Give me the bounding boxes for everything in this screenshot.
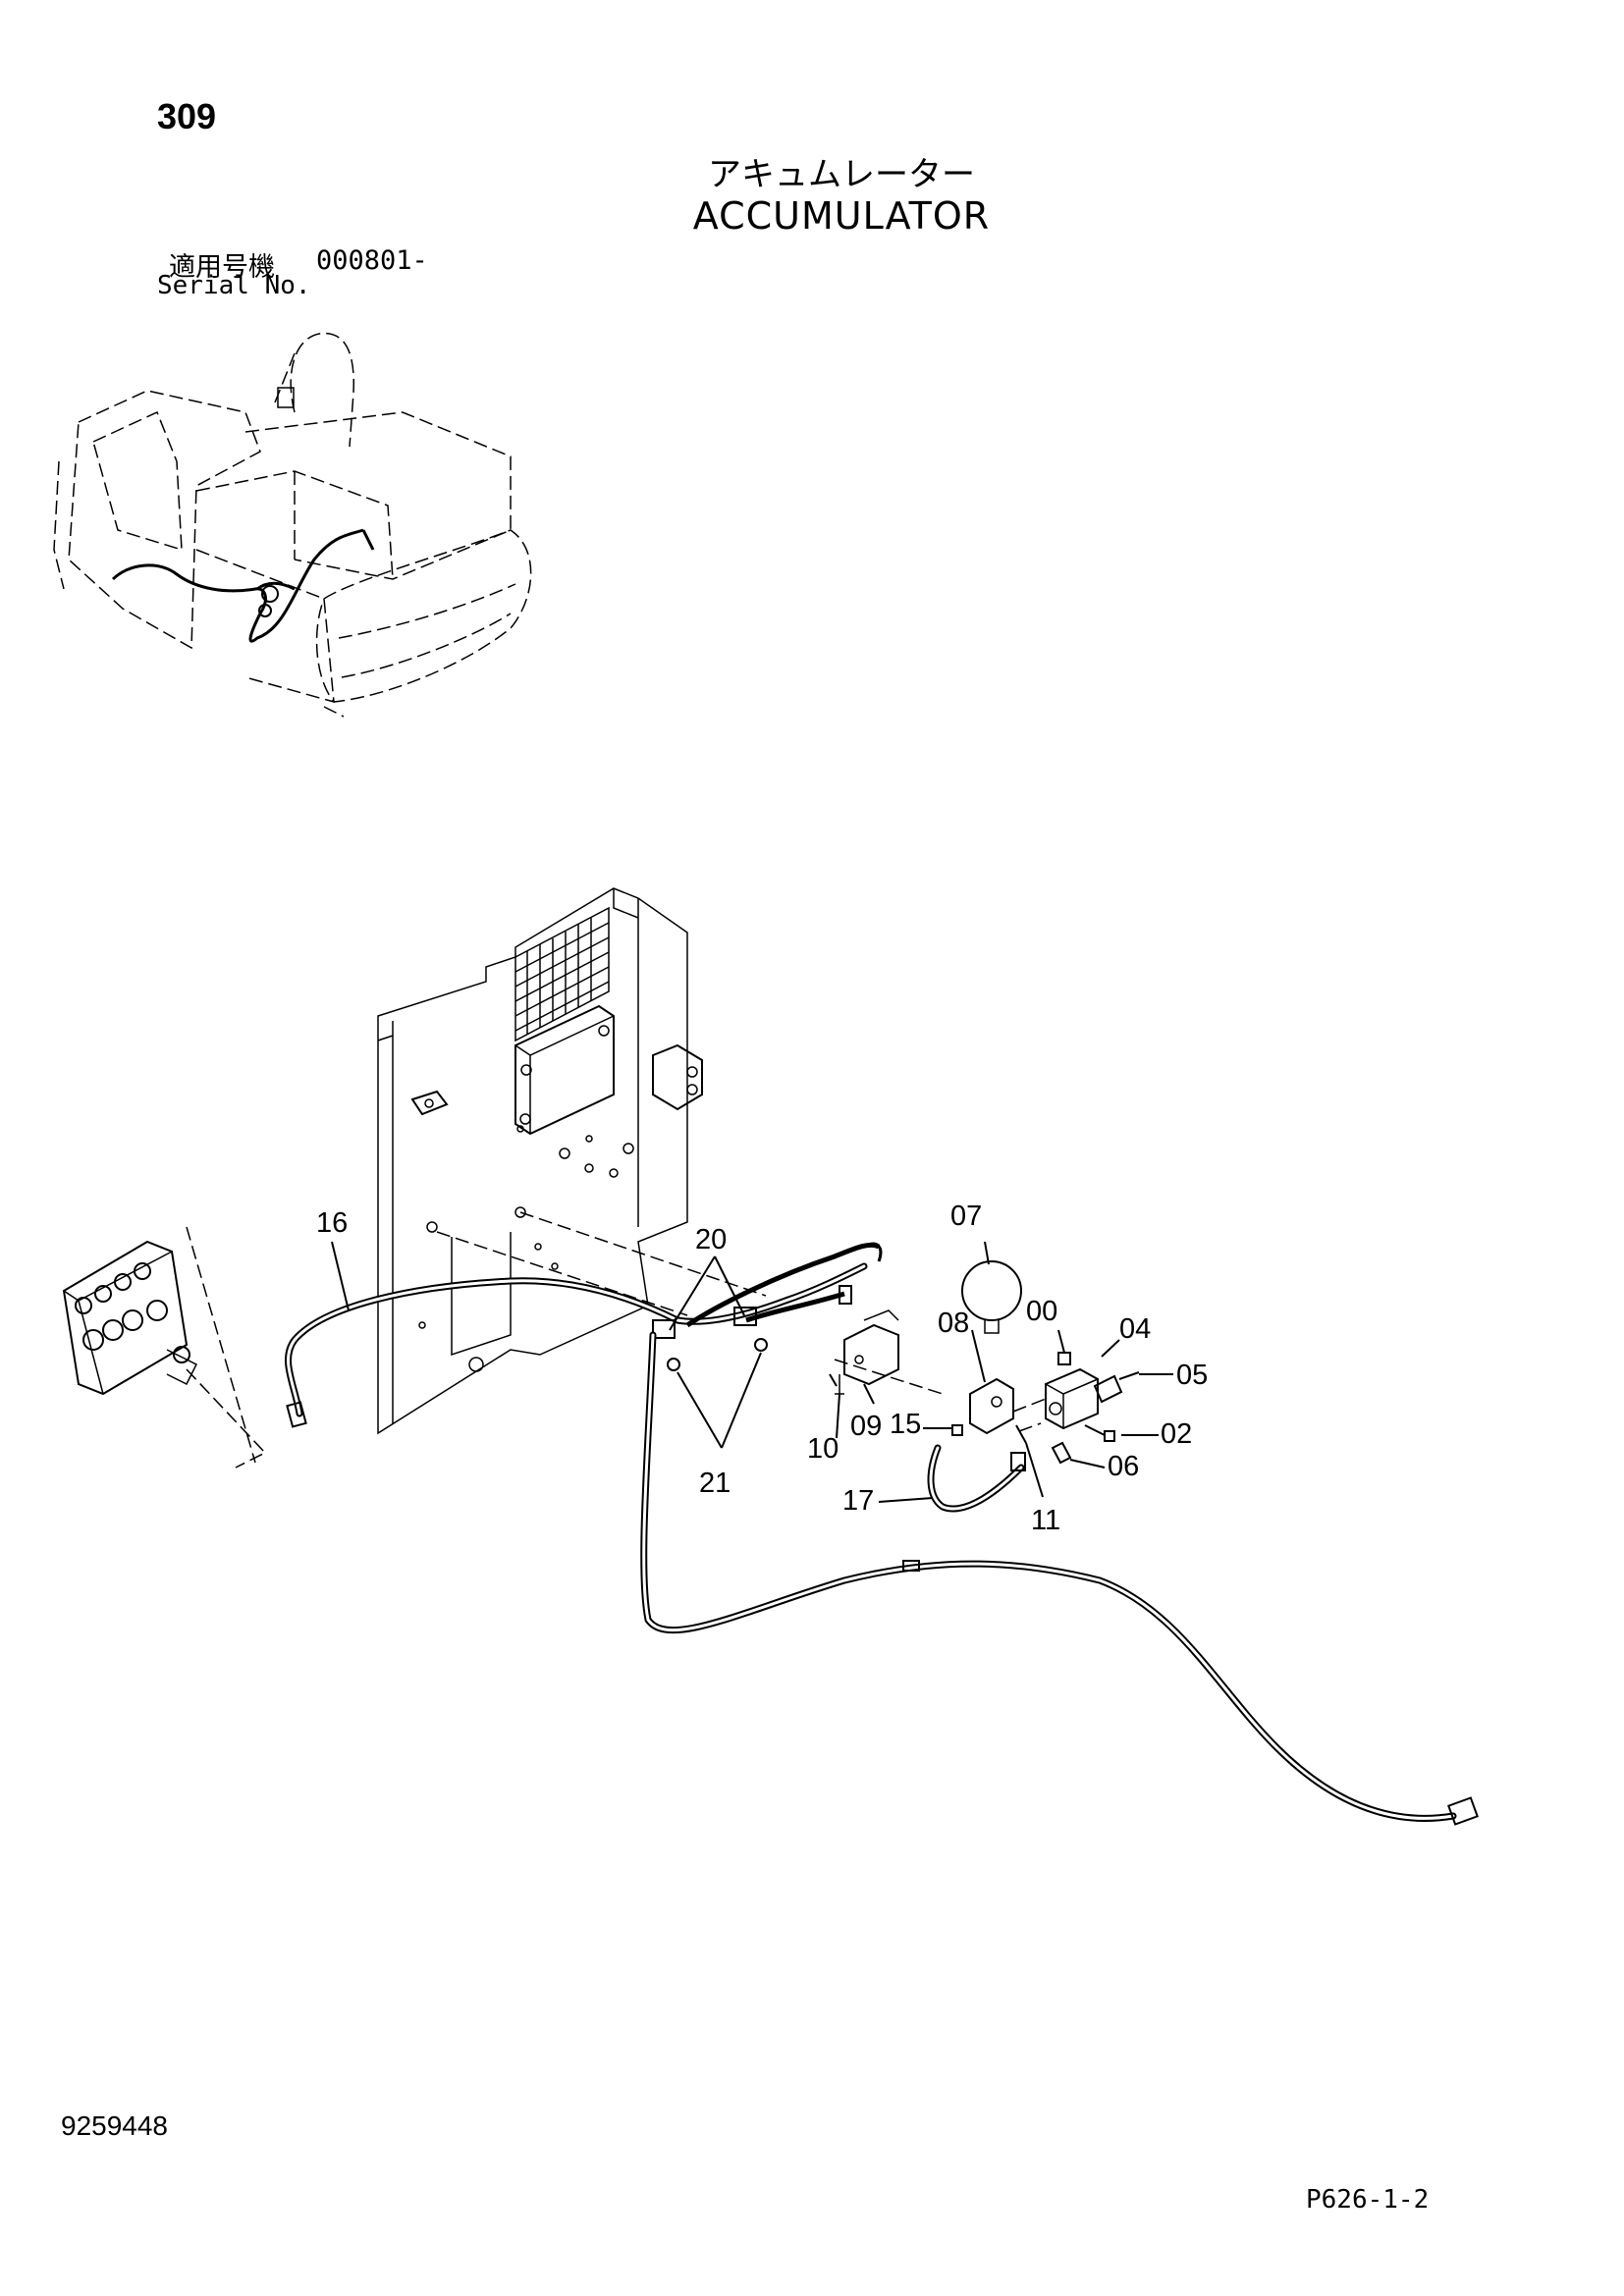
callout-02: 02 [1161,1418,1192,1450]
callout-labels: 16 20 21 07 08 00 04 05 02 06 09 10 15 1… [316,1201,1208,1536]
controller-box [514,1004,615,1136]
mounting-panel [377,887,944,1435]
wire-harness [640,1242,1479,1826]
callout-08: 08 [938,1308,969,1339]
callout-00: 00 [1026,1296,1057,1327]
accumulator-sphere [961,1260,1022,1321]
hose-16 [285,1277,681,1428]
callout-09: 09 [850,1411,882,1442]
control-valve-block [62,1226,267,1468]
callout-05: 05 [1176,1360,1208,1391]
title-english: ACCUMULATOR [692,194,991,238]
leader-lines [331,1241,1173,1503]
machine-overview-illustration [53,332,532,718]
vent-grille [514,906,610,1042]
callout-10: 10 [807,1433,839,1465]
callout-06: 06 [1108,1451,1139,1482]
callout-21: 21 [699,1468,731,1499]
callout-15: 15 [890,1409,921,1440]
document-number: 9259448 [61,2110,169,2141]
serial-label-japanese: 適用号機 [169,252,275,283]
callout-11: 11 [1031,1505,1060,1536]
title-japanese: アキュムレーター [708,155,975,194]
page-code: P626-1-2 [1306,2185,1430,2215]
accumulator-assembly [829,1260,1140,1513]
callout-16: 16 [316,1207,348,1239]
page-number: 309 [157,96,217,136]
serial-label-english: Serial No. [157,271,311,300]
callout-20: 20 [695,1224,727,1255]
serial-range: 000801- [316,245,428,276]
callout-17: 17 [842,1485,874,1517]
callout-07: 07 [950,1201,982,1232]
callout-04: 04 [1119,1313,1151,1345]
